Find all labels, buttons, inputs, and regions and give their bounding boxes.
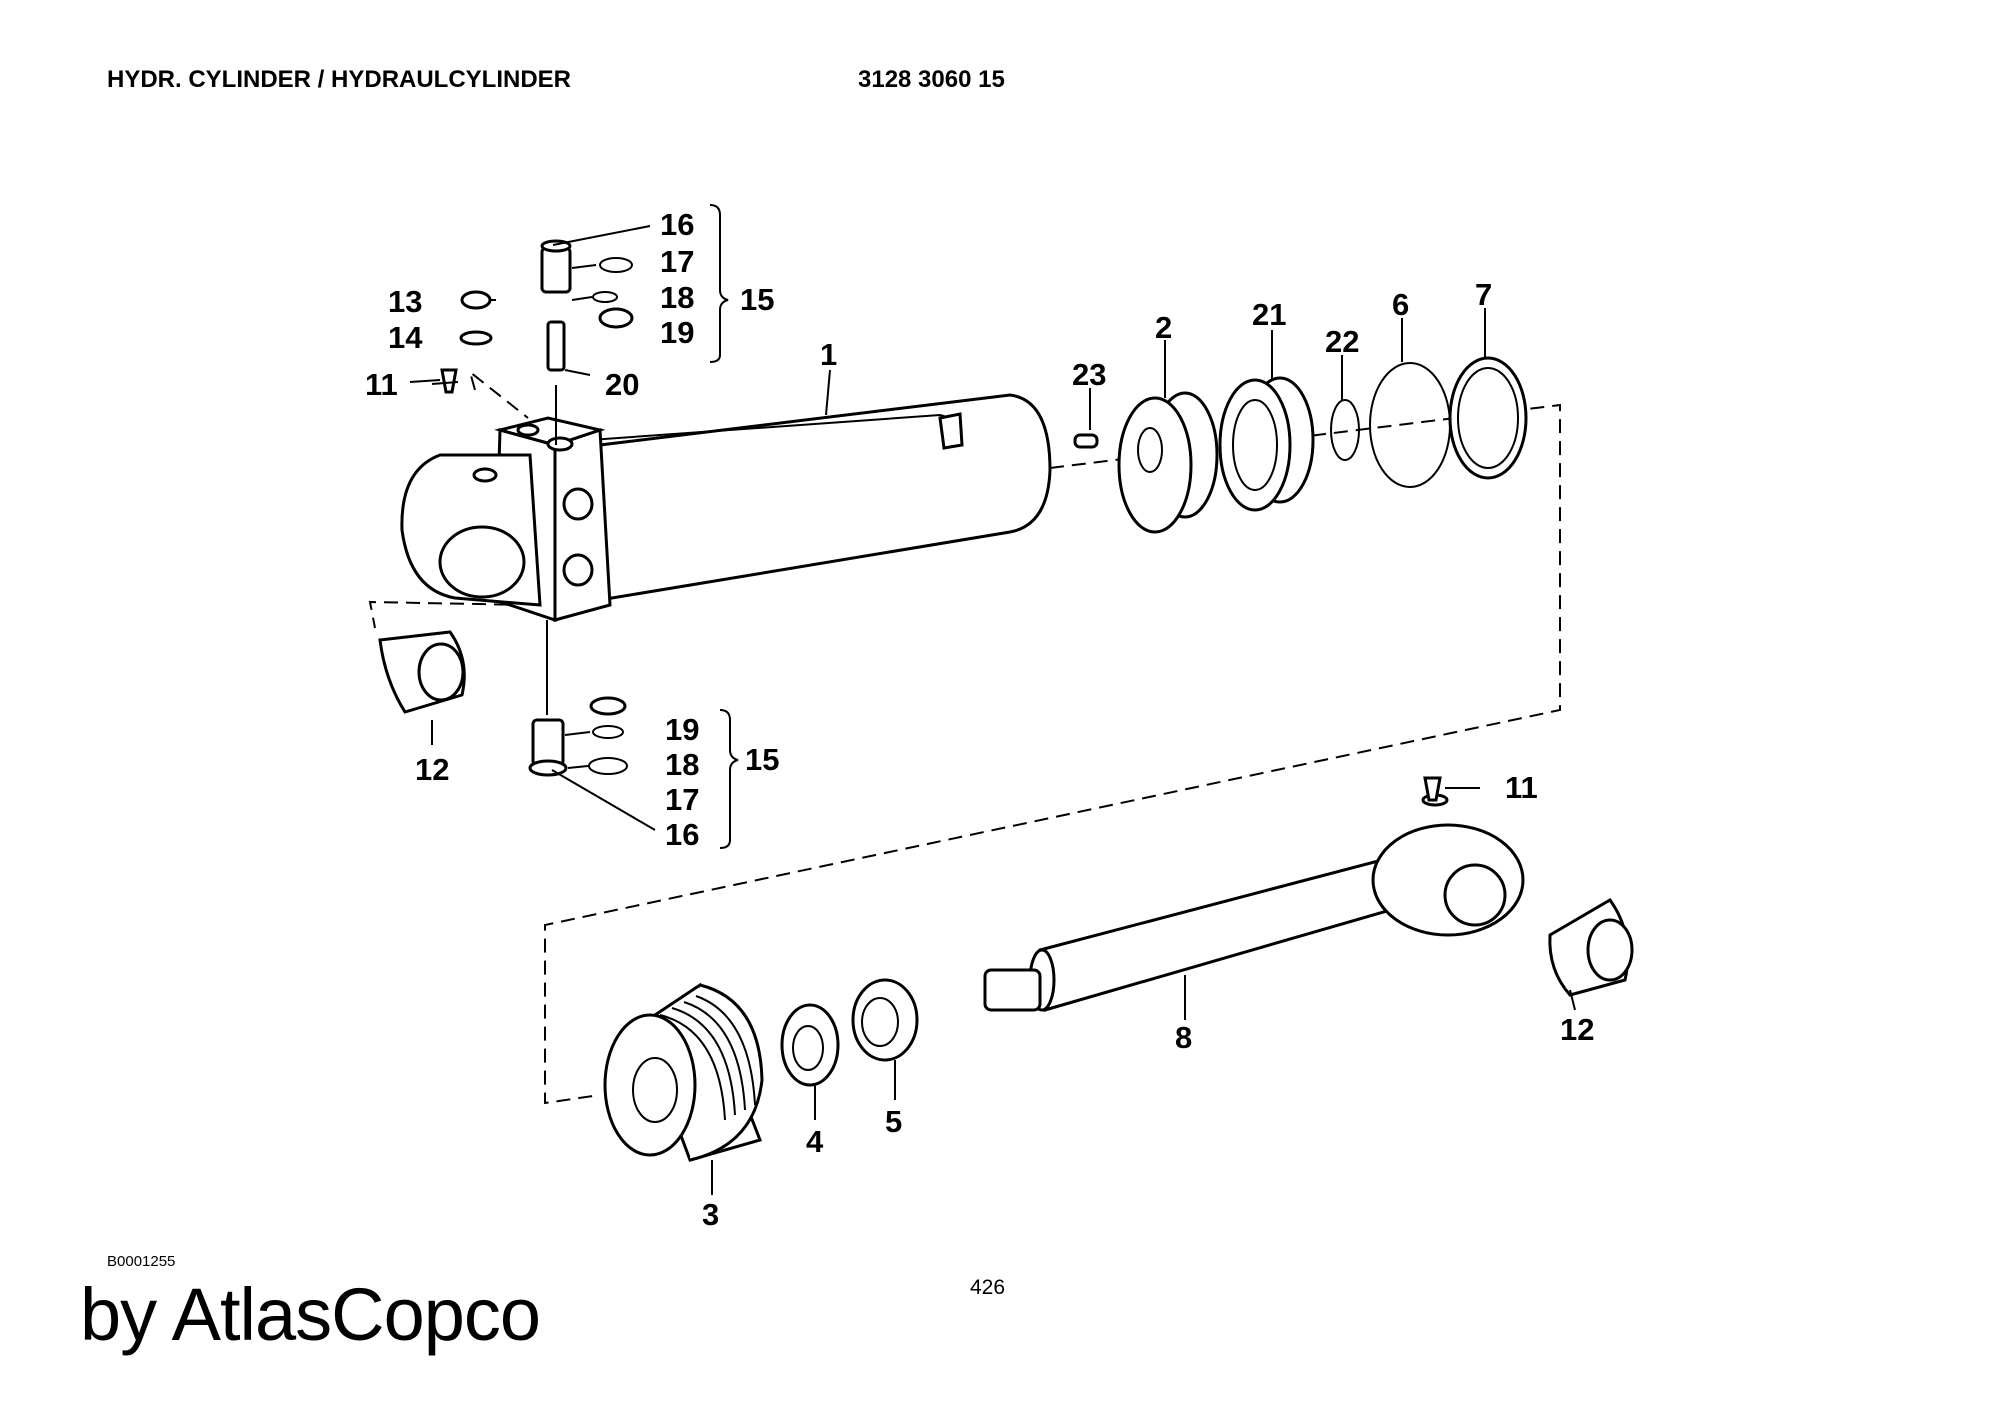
valve-assembly-lower bbox=[528, 696, 656, 831]
callout-2: 2 bbox=[1155, 310, 1172, 345]
part-number: 3128 3060 15 bbox=[858, 66, 1005, 93]
callout-15: 15 bbox=[740, 282, 774, 317]
ring-22 bbox=[1330, 399, 1360, 461]
group-bracket bbox=[719, 709, 739, 849]
callout-23: 23 bbox=[1072, 357, 1106, 392]
callout-6: 6 bbox=[1392, 287, 1409, 322]
wiper-5 bbox=[851, 978, 919, 1062]
page-title: HYDR. CYLINDER / HYDRAULCYLINDER bbox=[107, 66, 572, 93]
callout-17: 17 bbox=[665, 782, 699, 817]
piston bbox=[1073, 391, 1219, 534]
callout-19: 19 bbox=[660, 315, 694, 350]
ring-7 bbox=[1448, 356, 1528, 480]
callout-11: 11 bbox=[365, 367, 398, 402]
o-ring-6 bbox=[1369, 362, 1451, 488]
callout-7: 7 bbox=[1475, 277, 1492, 312]
grease-nipple-lower bbox=[1423, 776, 1480, 802]
callout-1: 1 bbox=[820, 337, 837, 372]
callout-12: 12 bbox=[415, 752, 449, 787]
piston-seal bbox=[1218, 376, 1315, 512]
piston-rod bbox=[983, 793, 1525, 1012]
callout-14: 14 bbox=[388, 320, 423, 355]
leader-lines bbox=[409, 308, 1576, 1195]
bushing-upper bbox=[378, 630, 466, 714]
callout-3: 3 bbox=[702, 1197, 719, 1232]
callout-15: 15 bbox=[745, 742, 779, 777]
callout-8: 8 bbox=[1175, 1020, 1192, 1055]
assembly-guide-line bbox=[368, 600, 531, 629]
group-bracket bbox=[709, 204, 729, 363]
set-screw bbox=[1073, 433, 1099, 449]
bushing-lower bbox=[1548, 898, 1634, 997]
callout-16: 16 bbox=[665, 817, 699, 852]
callout-16: 16 bbox=[660, 207, 694, 242]
callout-12: 12 bbox=[1560, 1012, 1594, 1047]
seal-4 bbox=[780, 1003, 840, 1087]
callout-17: 17 bbox=[660, 244, 694, 279]
brand-text: by AtlasCopco bbox=[80, 1273, 541, 1356]
callout-18: 18 bbox=[660, 280, 694, 315]
callout-21: 21 bbox=[1252, 297, 1286, 332]
callout-22: 22 bbox=[1325, 324, 1359, 359]
cylinder-head bbox=[603, 982, 764, 1162]
cylinder-barrel bbox=[400, 385, 1052, 715]
page-number: 426 bbox=[970, 1276, 1006, 1299]
callout-13: 13 bbox=[388, 284, 422, 319]
callout-19: 19 bbox=[665, 712, 699, 747]
callout-20: 20 bbox=[605, 367, 639, 402]
thread-lines bbox=[659, 995, 756, 1121]
valve-assembly-upper bbox=[431, 225, 651, 394]
callout-4: 4 bbox=[806, 1124, 824, 1159]
callout-5: 5 bbox=[885, 1104, 902, 1139]
drawing-code: B0001255 bbox=[107, 1253, 176, 1270]
callout-18: 18 bbox=[665, 747, 699, 782]
callout-11: 11 bbox=[1505, 770, 1538, 805]
assembly-guide-line bbox=[468, 369, 529, 419]
